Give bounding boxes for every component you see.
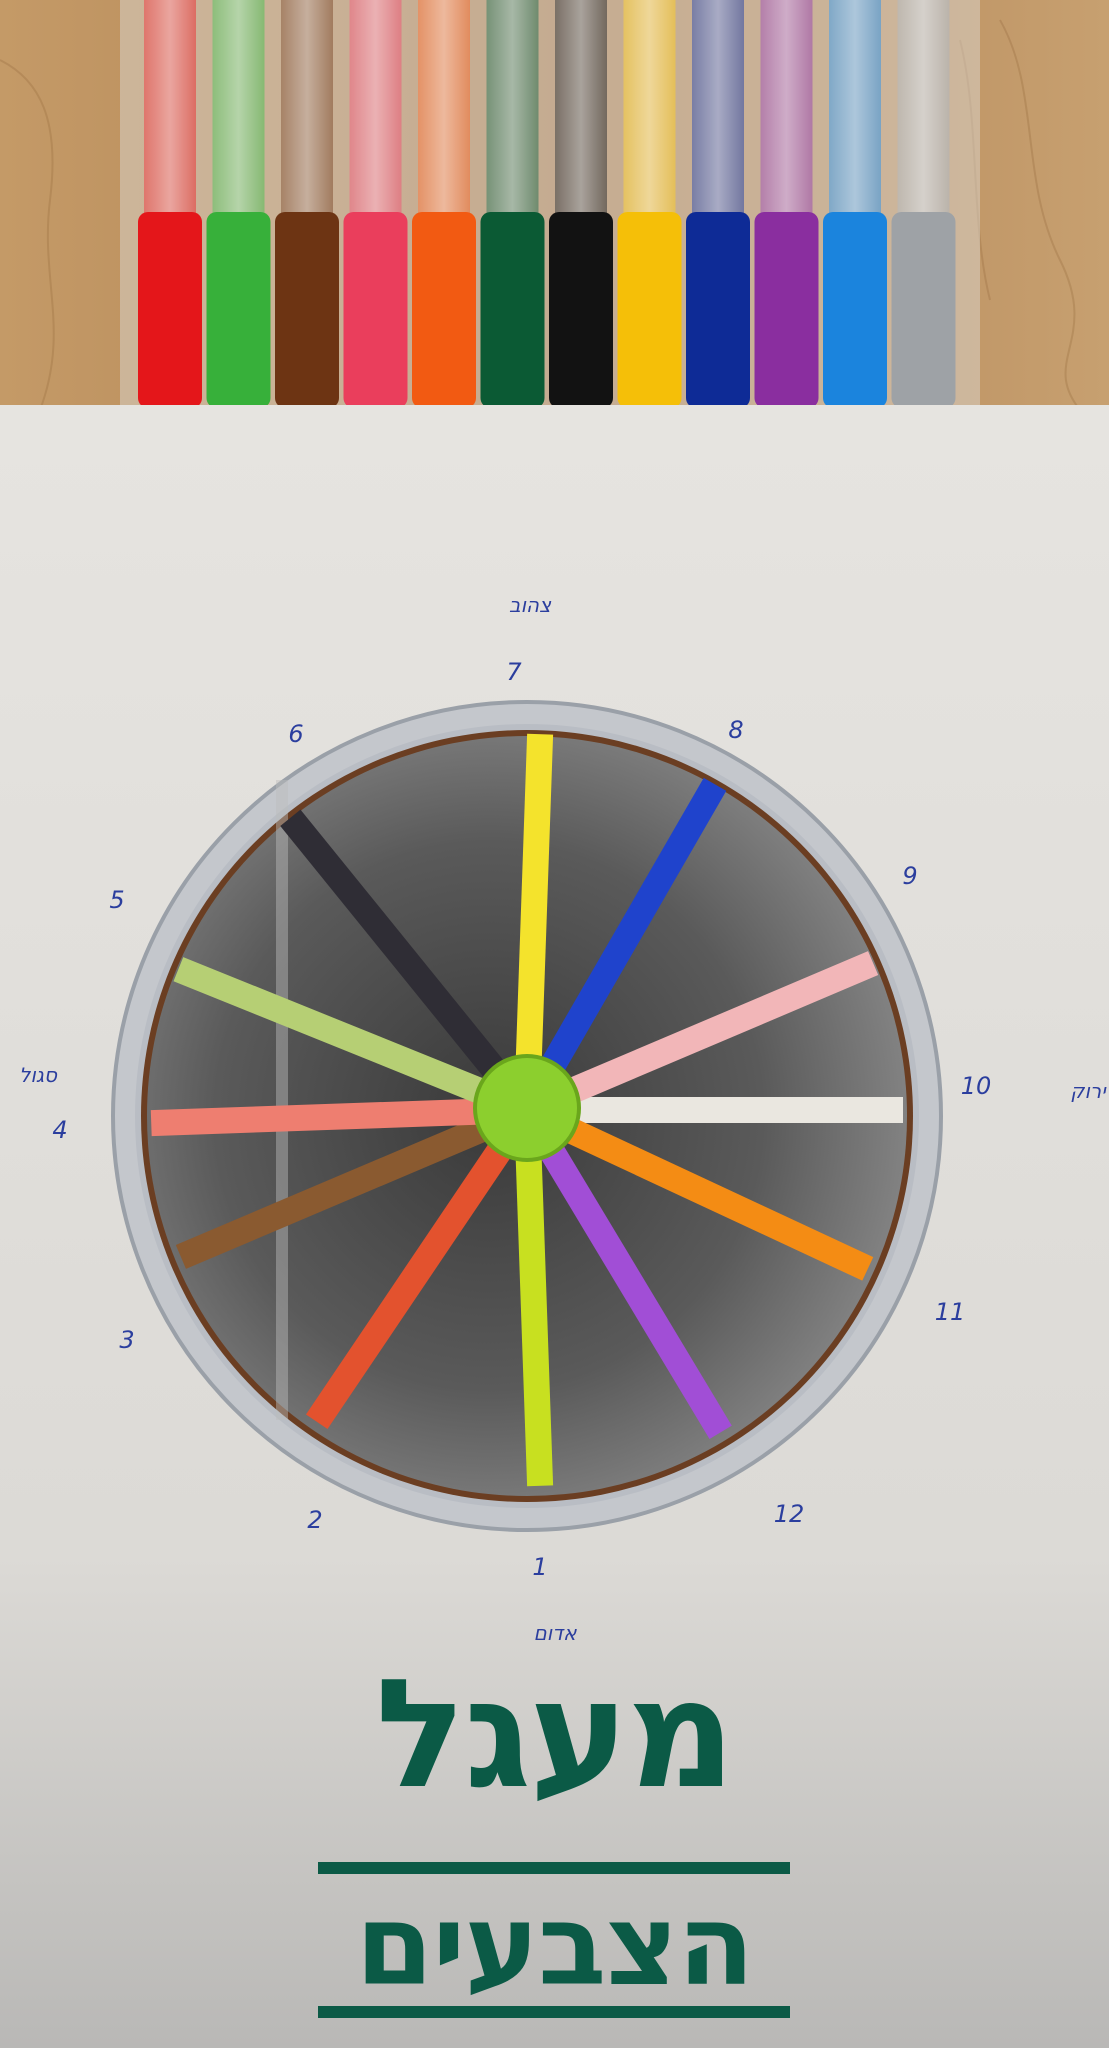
wheel-spokes [150, 733, 903, 1487]
marker [754, 0, 819, 408]
label-left: סגול [19, 1063, 58, 1087]
number-7: 7 [506, 658, 522, 686]
marker-cap [138, 212, 202, 408]
marker-cap [549, 212, 613, 408]
marker-shine [623, 0, 676, 230]
marker-cap [754, 212, 819, 408]
wheel-hub [473, 1054, 581, 1162]
marker-shine [897, 0, 950, 230]
label-right: ירוק [1070, 1079, 1107, 1103]
marker-shine [281, 0, 333, 230]
marker-cap [686, 212, 750, 408]
wheel-spoke [305, 1135, 516, 1429]
color-wheel [111, 700, 943, 1532]
wheel-spoke [515, 733, 554, 1071]
marker [343, 0, 408, 408]
marker-shine [486, 0, 539, 230]
marker-cap [206, 212, 271, 408]
marker-cap [891, 212, 956, 408]
wheel-spoke [515, 1149, 554, 1487]
marker-cap [480, 212, 545, 408]
marker [617, 0, 682, 408]
marker [206, 0, 271, 408]
number-2: 2 [307, 1506, 322, 1534]
marker-cap [617, 212, 682, 408]
marker-cap [343, 212, 408, 408]
wheel-spoke [280, 809, 512, 1088]
marker [275, 0, 339, 408]
marker [412, 0, 476, 408]
wheel-spoke [536, 1137, 732, 1439]
marker-shine [349, 0, 402, 230]
number-5: 5 [109, 886, 124, 914]
number-1: 1 [532, 1553, 547, 1581]
marker [891, 0, 956, 408]
marker-shine [829, 0, 881, 230]
title-line-2: הצבעים [355, 1881, 755, 2011]
wheel-numbers: 1 2 3 4 5 6 7 8 9 10 11 12 [52, 658, 991, 1581]
marker-shine [555, 0, 607, 230]
title-underline [318, 2006, 790, 2018]
marker-set [138, 0, 956, 408]
number-12: 12 [774, 1500, 805, 1528]
wheel-spoke [557, 1115, 874, 1281]
marker [549, 0, 613, 408]
title-line-1: מעגל [375, 1648, 735, 1822]
marker [823, 0, 887, 408]
number-11: 11 [935, 1298, 966, 1326]
marker [480, 0, 545, 408]
wheel-spoke [173, 957, 495, 1108]
wheel-labels: צהוב אדום סגול ירוק [19, 593, 1107, 1645]
marker-shine [212, 0, 265, 230]
title-divider [318, 1862, 790, 1874]
number-3: 3 [119, 1326, 134, 1354]
marker [686, 0, 750, 408]
label-top: צהוב [509, 593, 552, 617]
number-6: 6 [288, 720, 303, 748]
marker-cap [275, 212, 339, 408]
marker-shine [144, 0, 196, 230]
number-9: 9 [902, 862, 917, 890]
marker-cap [412, 212, 476, 408]
wheel-spoke [150, 1098, 488, 1137]
marker [138, 0, 202, 408]
number-4: 4 [52, 1116, 67, 1144]
wheel-spoke [558, 951, 879, 1107]
marker-shine [692, 0, 744, 230]
marker-shine [418, 0, 470, 230]
disk-stripe [276, 780, 288, 1420]
number-10: 10 [961, 1072, 992, 1100]
number-8: 8 [728, 716, 743, 744]
marker-cap [823, 212, 887, 408]
label-bottom: אדום [533, 1621, 577, 1645]
wheel-spoke [175, 1113, 496, 1269]
wheel-spoke [535, 777, 727, 1082]
marker-shine [760, 0, 813, 230]
